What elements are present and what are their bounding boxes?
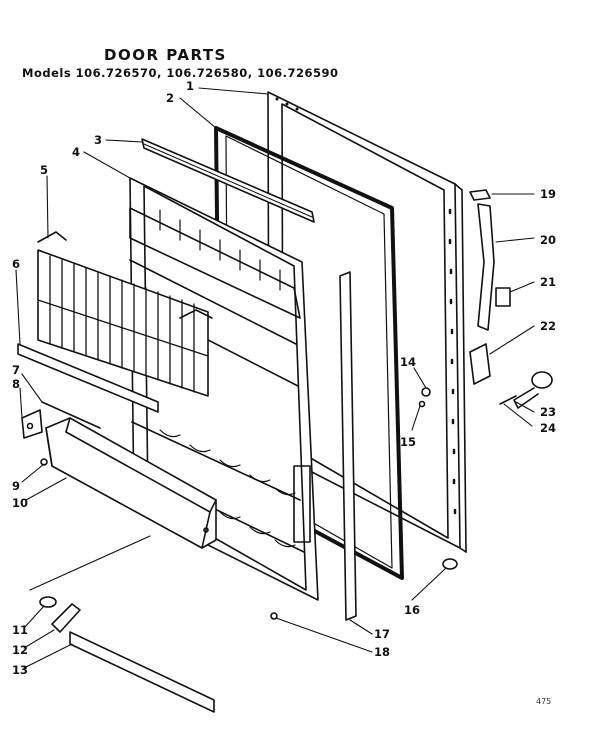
shelf-front-bar — [17, 343, 159, 413]
door-bottom-trim — [69, 631, 215, 713]
handle-end-cap — [469, 189, 491, 201]
screw-small — [418, 400, 426, 408]
bracket-clip — [21, 409, 43, 439]
callout-1: 1 — [186, 79, 194, 93]
models-line: Models 106.726570, 106.726580, 106.72659… — [22, 66, 339, 80]
hinge-pin-cap — [51, 603, 81, 633]
callout-12: 12 — [12, 643, 28, 657]
shelf-retainer — [41, 401, 101, 429]
hinge-bushing — [39, 596, 57, 608]
callout-22: 22 — [540, 319, 556, 333]
callout-4: 4 — [72, 145, 80, 159]
lock-screw — [499, 395, 517, 405]
door-handle — [477, 203, 495, 331]
callout-6: 6 — [12, 257, 20, 271]
callout-20: 20 — [540, 233, 556, 247]
callout-numbers: 1 2 3 4 5 6 7 8 9 10 11 12 13 14 15 16 1… — [12, 79, 556, 677]
callout-10: 10 — [12, 496, 28, 510]
door-lock-cylinder — [513, 371, 553, 409]
callout-14: 14 — [400, 355, 416, 369]
door-bin — [45, 417, 217, 549]
callout-13: 13 — [12, 663, 28, 677]
handle-insert — [495, 287, 511, 307]
handle-bracket — [469, 343, 491, 385]
breaker-strip — [141, 138, 315, 223]
callout-8: 8 — [12, 377, 20, 391]
page-reference: 475 — [536, 697, 552, 706]
callout-18: 18 — [374, 645, 390, 659]
callout-11: 11 — [12, 623, 28, 637]
callout-17: 17 — [374, 627, 390, 641]
callout-15: 15 — [400, 435, 416, 449]
callout-21: 21 — [540, 275, 556, 289]
callout-5: 5 — [40, 163, 48, 177]
callout-2: 2 — [166, 91, 174, 105]
callout-23: 23 — [540, 405, 556, 419]
callout-7: 7 — [12, 363, 20, 377]
hinge-cap — [442, 558, 458, 570]
screw-bottom — [270, 612, 278, 620]
wire-shelf-rack — [37, 231, 213, 397]
callout-3: 3 — [94, 133, 102, 147]
callout-16: 16 — [404, 603, 420, 617]
callout-24: 24 — [540, 421, 556, 435]
callout-19: 19 — [540, 187, 556, 201]
screw — [40, 458, 48, 466]
vertical-door-stop — [339, 271, 357, 621]
diagram-title: DOOR PARTS — [104, 46, 227, 64]
callout-9: 9 — [12, 479, 20, 493]
